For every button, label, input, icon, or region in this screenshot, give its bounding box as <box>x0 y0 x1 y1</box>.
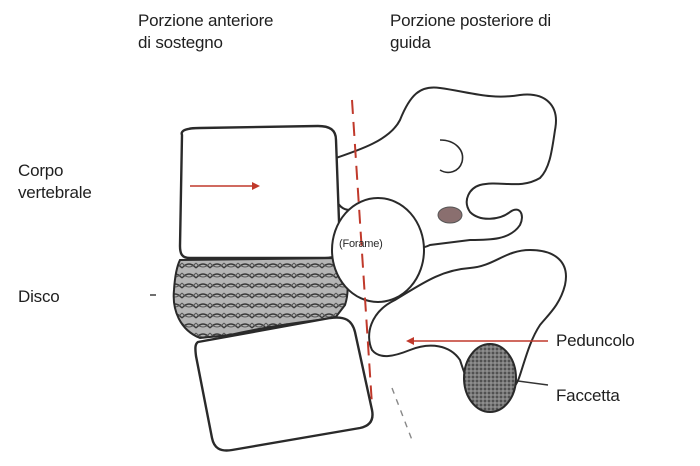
foramen-outline <box>332 198 424 302</box>
label-corpo-line2: vertebrale <box>18 182 138 204</box>
label-vertebral-body: Corpo vertebrale <box>18 160 138 204</box>
vertebral-body-upper <box>180 126 340 258</box>
label-posterior-line1: Porzione posteriore di <box>390 10 620 32</box>
label-corpo-line1: Corpo <box>18 160 138 182</box>
upper-facet <box>438 207 462 223</box>
label-posterior-portion: Porzione posteriore di guida <box>390 10 620 54</box>
label-foramen: (Forame) <box>339 238 383 250</box>
label-posterior-line2: guida <box>390 32 620 54</box>
label-anterior-portion: Porzione anteriore di sostegno <box>138 10 328 54</box>
label-disc: Disco <box>18 286 60 308</box>
label-facet: Faccetta <box>556 385 620 407</box>
label-anterior-line1: Porzione anteriore <box>138 10 328 32</box>
label-anterior-line2: di sostegno <box>138 32 328 54</box>
faccetta-arrow <box>518 381 548 385</box>
label-pedicle: Peduncolo <box>556 330 635 352</box>
facet-shape <box>464 344 516 412</box>
divider-line-tail <box>392 388 412 440</box>
vertebral-body-lower <box>195 318 372 451</box>
